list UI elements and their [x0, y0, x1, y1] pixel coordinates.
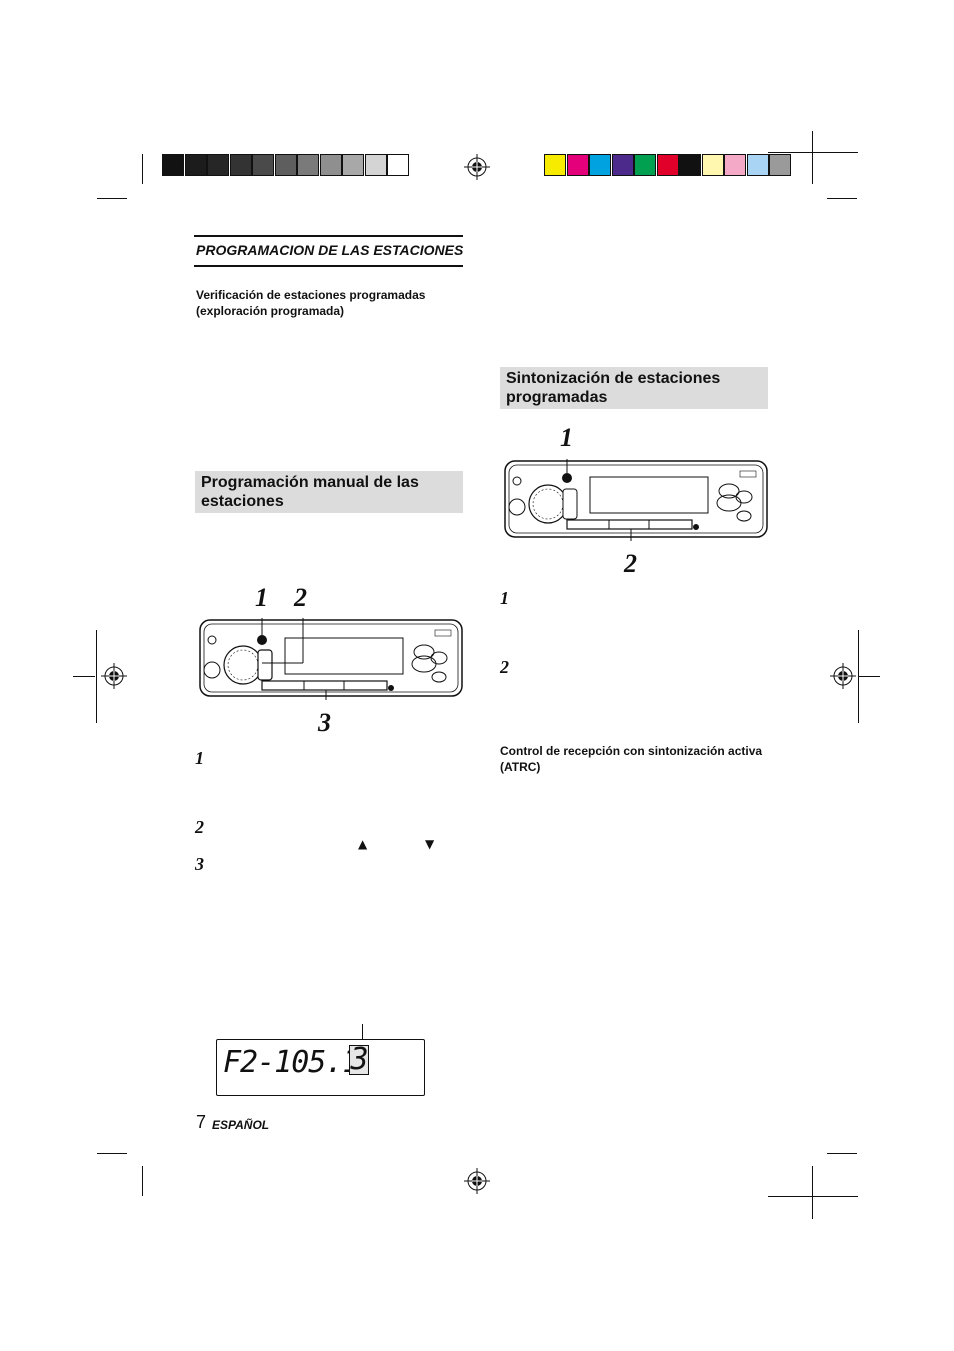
color-swatch	[387, 154, 409, 176]
color-swatch	[342, 154, 364, 176]
color-swatch	[319, 154, 342, 176]
color-swatch	[746, 154, 769, 176]
step-2: 2	[500, 657, 509, 677]
step-1: 1	[500, 588, 509, 608]
color-swatch	[544, 154, 566, 176]
color-swatch	[297, 154, 319, 176]
color-swatch	[724, 154, 746, 176]
car-stereo-faceplate-illustration	[199, 618, 463, 700]
color-swatch	[611, 154, 634, 176]
lcd-callout-line	[362, 1024, 363, 1040]
header-rule-bottom	[194, 265, 463, 267]
callout-3: 3	[318, 708, 331, 737]
section-header: PROGRAMACION DE LAS ESTACIONES	[196, 242, 464, 258]
lcd-preset-number: 3	[349, 1042, 369, 1077]
color-swatch	[274, 154, 297, 176]
color-swatch	[566, 154, 589, 176]
language-label: ESPAÑOL	[212, 1118, 270, 1132]
registration-target-icon	[830, 663, 856, 689]
color-swatch	[252, 154, 274, 176]
check-presets-heading: Verificación de estaciones programadas (…	[196, 288, 426, 318]
step-2: 2	[195, 817, 204, 837]
registration-target-icon	[464, 1168, 490, 1194]
arrow-up-icon: ▲	[358, 837, 368, 851]
color-swatch	[589, 154, 611, 176]
atrc-heading: Control de recepción con sintonización a…	[500, 744, 763, 774]
callout-1: 1	[255, 583, 268, 612]
color-swatch	[656, 154, 679, 176]
color-swatch	[634, 154, 656, 176]
registration-target-icon	[101, 663, 127, 689]
preset-tuning-heading: Sintonización de estaciones programadas	[500, 367, 768, 409]
color-swatch	[207, 154, 229, 176]
lcd-display: F2-105.1 3	[216, 1039, 425, 1096]
color-swatch	[701, 154, 724, 176]
callout-1: 1	[560, 423, 573, 452]
manual-preset-heading: Programación manual de las estaciones	[195, 471, 463, 513]
lcd-frequency: F2-105.1	[223, 1045, 360, 1080]
color-swatch	[162, 154, 184, 176]
color-swatch	[769, 154, 791, 176]
step-1: 1	[195, 748, 204, 768]
step-3: 3	[195, 854, 204, 874]
callout-2: 2	[294, 583, 307, 612]
car-stereo-faceplate-illustration	[504, 459, 768, 541]
color-swatch	[679, 154, 701, 176]
color-swatch	[364, 154, 387, 176]
header-rule-top	[194, 235, 463, 237]
arrow-down-icon: ▼	[425, 837, 435, 851]
color-swatch	[229, 154, 252, 176]
color-swatch	[184, 154, 207, 176]
registration-target-icon	[464, 154, 490, 180]
callout-2: 2	[624, 549, 637, 578]
page-number: 7	[196, 1112, 207, 1132]
